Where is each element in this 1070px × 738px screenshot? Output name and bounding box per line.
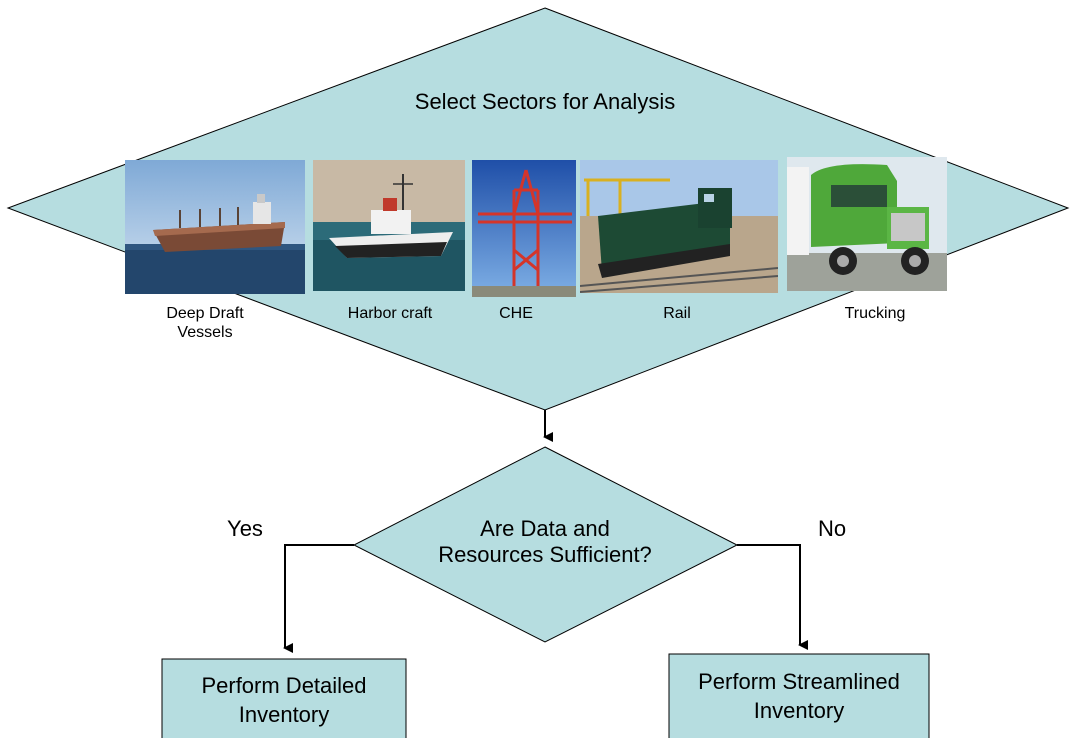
locomotive-photo (580, 160, 778, 293)
connector-yes-branch (283, 544, 354, 653)
streamlined-inventory-line1: Perform Streamlined (698, 669, 900, 694)
streamlined-inventory-text: Perform Streamlined Inventory (669, 668, 929, 725)
yes-branch-label: Yes (227, 516, 263, 541)
sector-label-harbor-craft: Harbor craft (347, 305, 433, 322)
truck-photo (787, 157, 947, 291)
detailed-inventory-line2: Inventory (238, 701, 330, 727)
detailed-inventory-box (161, 658, 407, 738)
sector-label-trucking: Trucking (844, 305, 906, 322)
no-branch-label: No (817, 516, 847, 541)
sector-label-che: CHE (499, 305, 533, 322)
streamlined-inventory-box (668, 653, 930, 738)
detailed-inventory-text: Perform Detailed Inventory (162, 672, 406, 729)
connector-no-branch (737, 544, 808, 650)
sufficiency-decision-text: Are Data and Resources Sufficient? (390, 516, 700, 569)
deep-draft-vessel-photo (125, 160, 305, 294)
sufficiency-decision-diamond (352, 446, 739, 643)
streamlined-inventory-line2: Inventory (753, 697, 845, 723)
sufficiency-decision-line2: Resources Sufficient? (438, 542, 652, 568)
sector-label-line2: Vessels (177, 324, 233, 342)
top-decision-title: Select Sectors for Analysis (414, 89, 676, 114)
harbor-tugboat-photo (313, 160, 465, 291)
sector-label-rail: Rail (663, 305, 691, 322)
container-crane-photo (472, 160, 576, 297)
detailed-inventory-line1: Perform Detailed (201, 673, 367, 698)
sufficiency-decision-line1: Are Data and (480, 516, 610, 541)
sector-label-line1: Deep Draft (166, 305, 244, 322)
sector-label-deep-draft-vessels: Deep Draft Vessels (140, 304, 270, 342)
